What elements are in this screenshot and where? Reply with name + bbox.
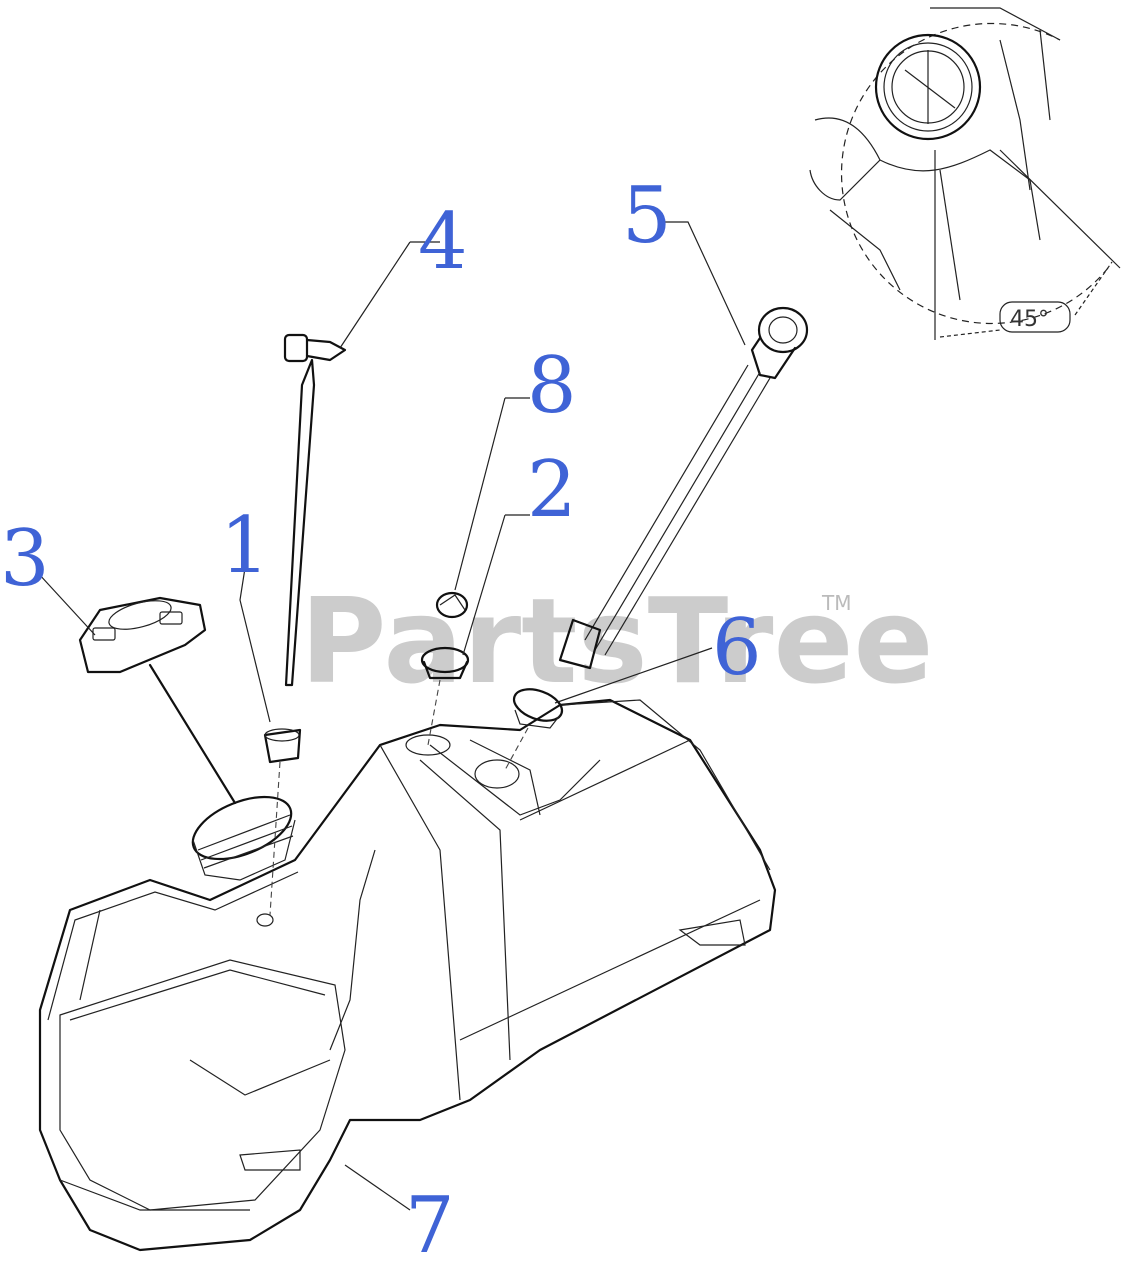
angle-label: 45°	[1010, 307, 1049, 332]
gauge-detail-view: 45°	[809, 7, 1121, 340]
vent-tube	[283, 333, 347, 687]
callout-3: 3	[0, 514, 50, 604]
callout-1: 1	[220, 501, 270, 591]
leader-lines	[37, 221, 746, 1211]
callout-5: 5	[622, 171, 672, 261]
grommet-1	[263, 728, 302, 916]
fuel-cap	[78, 596, 237, 805]
callout-6: 6	[712, 603, 762, 693]
callout-2: 2	[527, 445, 577, 535]
callout-4: 4	[418, 197, 468, 287]
callout-8: 8	[527, 341, 577, 431]
fuel-tank	[38, 698, 777, 1252]
grommet-6	[504, 688, 564, 771]
grommet-2	[420, 646, 470, 746]
watermark-text: PartsTree	[300, 572, 934, 710]
vent-valve	[435, 591, 469, 619]
watermark-tm: TM	[821, 591, 851, 615]
callout-7: 7	[405, 1181, 455, 1271]
fuel-gauge-sender	[558, 306, 809, 670]
